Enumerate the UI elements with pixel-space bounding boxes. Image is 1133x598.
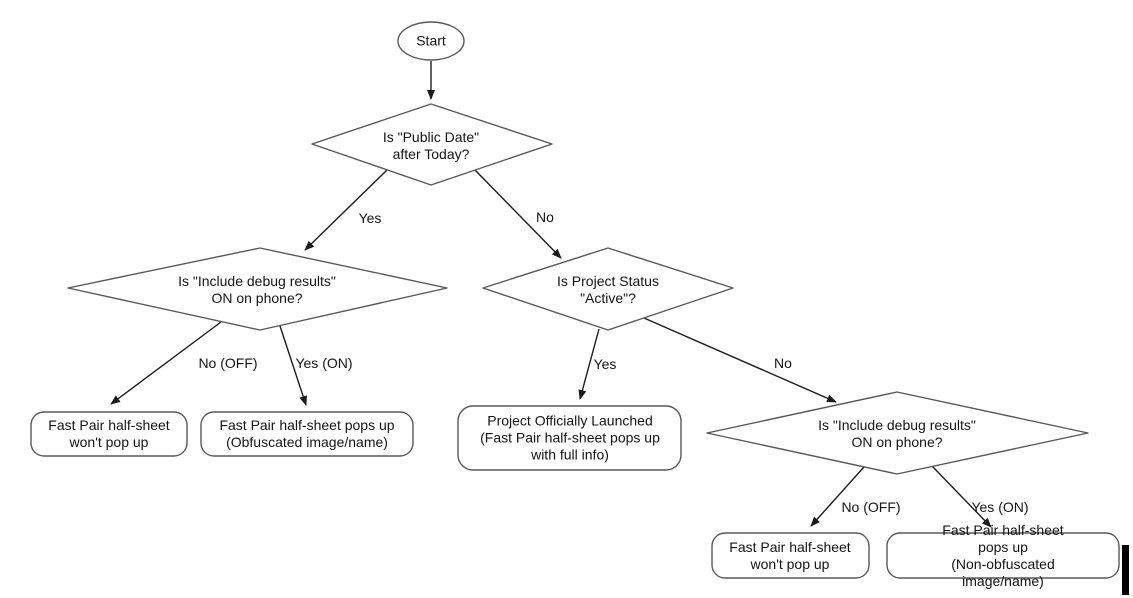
debug-left-diamond xyxy=(67,247,448,331)
public-date-diamond-label: Is "Public Date" after Today? xyxy=(382,129,480,162)
edge-debug-left-no xyxy=(110,321,222,405)
project-status-diamond-label: Is Project Status "Active"? xyxy=(557,273,659,306)
edge-label-debug-left-yes: Yes (ON) xyxy=(295,355,353,371)
no-popup-left-box xyxy=(30,411,188,457)
start-node-shape xyxy=(397,21,465,61)
edge-label-public-date-no: No xyxy=(536,209,554,225)
text-cursor-artifact xyxy=(1122,545,1129,595)
debug-right-diamond-label: Is "Include debug results" ON on phone? xyxy=(818,417,976,450)
debug-left-diamond-label: Is "Include debug results" ON on phone? xyxy=(178,273,336,306)
start-node-label: Start xyxy=(416,32,446,49)
edge-label-project-status-no: No xyxy=(774,355,792,371)
no-popup-right-box-label: Fast Pair half-sheet won't pop up xyxy=(729,539,851,572)
edge-label-debug-right-no: No (OFF) xyxy=(841,499,901,515)
edge-public-date-no xyxy=(474,169,562,259)
no-popup-right-box xyxy=(711,532,870,579)
edge-debug-right-yes xyxy=(931,465,992,528)
launched-box xyxy=(457,405,682,471)
non-obfuscated-box-label: Fast Pair half-sheet pops up (Non-obfusc… xyxy=(942,522,1064,589)
no-popup-left-box-label: Fast Pair half-sheet won't pop up xyxy=(48,417,170,450)
edge-debug-left-yes xyxy=(279,325,307,406)
project-status-diamond xyxy=(482,247,734,331)
launched-box-label: Project Officially Launched (Fast Pair h… xyxy=(480,412,660,463)
non-obfuscated-box xyxy=(886,532,1120,579)
edge-public-date-yes xyxy=(304,169,388,251)
public-date-diamond xyxy=(311,103,553,186)
debug-right-diamond xyxy=(706,391,1089,475)
obfuscated-box xyxy=(200,411,414,457)
edge-label-debug-left-no: No (OFF) xyxy=(198,355,258,371)
edge-label-debug-right-yes: Yes (ON) xyxy=(971,499,1029,515)
edge-label-public-date-yes: Yes xyxy=(358,210,382,226)
obfuscated-box-label: Fast Pair half-sheet pops up (Obfuscated… xyxy=(219,417,395,450)
edge-project-status-yes xyxy=(578,328,600,400)
edge-project-status-no xyxy=(643,317,837,403)
edge-label-project-status-yes: Yes xyxy=(593,356,617,372)
edge-debug-right-no xyxy=(810,466,865,527)
